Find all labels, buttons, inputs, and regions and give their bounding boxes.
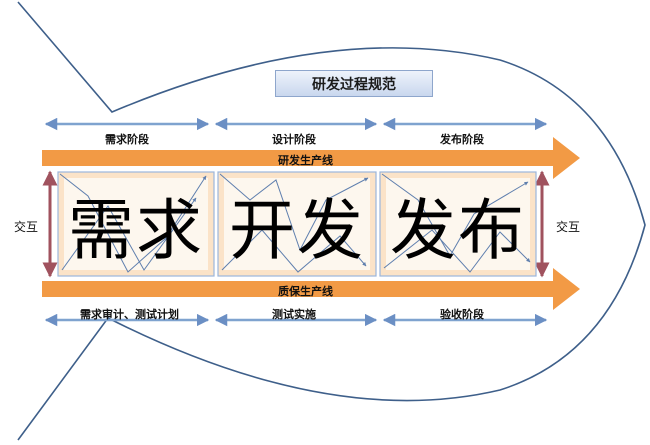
interact-label-right: 交互 bbox=[556, 220, 581, 234]
stage-box-requirement bbox=[57, 171, 215, 277]
phase-label-requirement: 需求阶段 bbox=[105, 133, 149, 146]
qa-line-arrow bbox=[42, 268, 580, 310]
qa-line-label: 质保生产线 bbox=[278, 285, 333, 298]
stage-box-development bbox=[217, 171, 377, 277]
phase-label-testing: 测试实施 bbox=[272, 308, 316, 321]
phase-label-release: 发布阶段 bbox=[440, 133, 484, 146]
rd-line-arrow bbox=[42, 137, 580, 179]
rd-line-label: 研发生产线 bbox=[278, 154, 333, 167]
phase-label-acceptance: 验收阶段 bbox=[440, 308, 484, 321]
stage-box-release bbox=[379, 171, 537, 277]
diagram-title: 研发过程规范 bbox=[275, 70, 433, 97]
interact-label-left: 交互 bbox=[14, 220, 39, 234]
phase-label-audit: 需求审计、测试计划 bbox=[80, 308, 179, 321]
phase-label-design: 设计阶段 bbox=[272, 133, 316, 146]
fish-outline bbox=[17, 1, 646, 441]
